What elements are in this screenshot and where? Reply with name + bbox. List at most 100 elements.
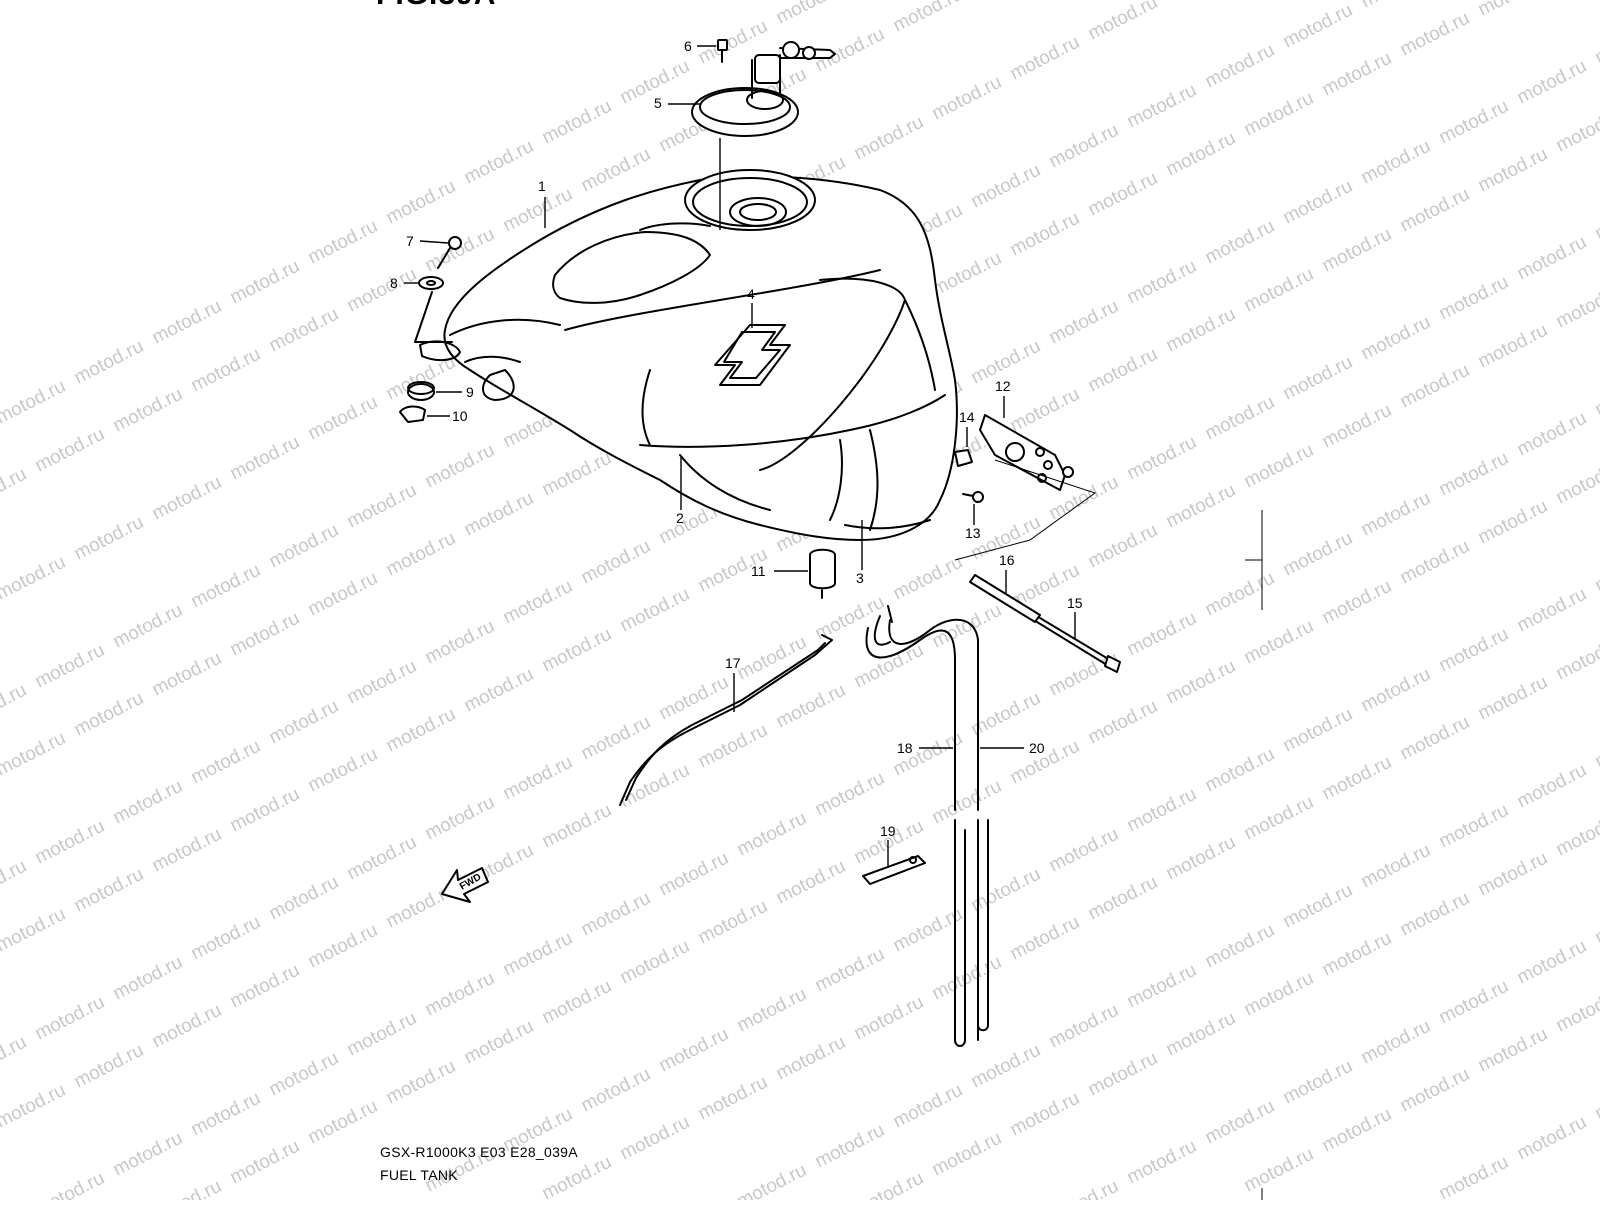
watermark-text: motod.ru [1241,616,1317,669]
watermark-text: motod.ru [344,656,420,709]
watermark-text: motod.ru [71,1040,147,1093]
watermark-text: motod.ru [1280,1056,1356,1109]
watermark-text: motod.ru [1085,168,1161,221]
watermark-text: motod.ru [1046,296,1122,349]
watermark-text: motod.ru [461,664,537,717]
watermark-text: motod.ru [1475,1024,1551,1077]
watermark-text: motod.ru [1553,104,1600,157]
watermark-text: motod.ru [1397,360,1473,413]
watermark-text: motod.ru [1592,1072,1600,1125]
watermark-text: motod.ru [227,1136,303,1189]
watermark-text: motod.ru [734,632,810,685]
watermark-text: motod.ru [0,552,69,605]
watermark-text: motod.ru [1280,176,1356,229]
watermark-text: motod.ru [1397,712,1473,765]
watermark-text: motod.ru [227,608,303,661]
watermark-text: motod.ru [266,304,342,357]
watermark-text: motod.ru [1241,1144,1317,1197]
watermark-text: motod.ru [1163,0,1239,4]
watermark-text: motod.ru [1475,320,1551,373]
watermark-text: motod.ru [266,1048,342,1101]
watermark-text: motod.ru [305,744,381,797]
watermark-text: motod.ru [110,1128,186,1181]
watermark-text: motod.ru [929,248,1005,301]
watermark-text: motod.ru [188,560,264,613]
callout-17: 17 [725,655,741,671]
watermark-text: motod.ru [188,736,264,789]
watermark-text: motod.ru [929,776,1005,829]
watermark-text: motod.ru [1007,384,1083,437]
watermark-text: motod.ru [1163,304,1239,357]
callout-9: 9 [466,384,474,400]
watermark-text: motod.ru [1163,1008,1239,1061]
watermark-text: motod.ru [149,824,225,877]
fuel-cap-assembly [691,39,836,137]
watermark-text: motod.ru [656,848,732,901]
watermark-text: motod.ru [1475,0,1551,20]
watermark-text: motod.ru [1397,536,1473,589]
watermark-text: motod.ru [734,1160,810,1200]
watermark-text: motod.ru [1553,280,1600,333]
watermark-text: motod.ru [1280,528,1356,581]
watermark-text: motod.ru [71,864,147,917]
watermark-text: motod.ru [968,160,1044,213]
watermark-text: motod.ru [32,1168,108,1200]
model-code: GSX-R1000K3 E03 E28_039A [380,1144,578,1160]
tank-bracket [954,414,1097,561]
watermark-text: motod.ru [1124,432,1200,485]
callout-3: 3 [856,570,864,586]
watermark-text: motod.ru [1085,1048,1161,1101]
watermark-text: motod.ru [227,784,303,837]
watermark-text: motod.ru [1007,912,1083,965]
figure-title: FIG.39A [376,0,496,12]
watermark-text: motod.ru [71,688,147,741]
pivot-bolt [969,574,1121,673]
watermark-text: motod.ru [1319,224,1395,277]
watermark-text: motod.ru [1007,736,1083,789]
watermark-text: motod.ru [695,720,771,773]
watermark-text: motod.ru [1514,408,1590,461]
watermark-text: motod.ru [1163,128,1239,181]
callout-18: 18 [897,740,913,756]
watermark-text: motod.ru [461,1016,537,1069]
watermark-text: motod.ru [1319,752,1395,805]
watermark-text: motod.ru [656,1024,732,1077]
callout-19: 19 [880,823,896,839]
watermark-text: motod.ru [1358,136,1434,189]
watermark-text: motod.ru [110,776,186,829]
watermark-text: motod.ru [1397,184,1473,237]
watermark-text: motod.ru [0,1080,69,1133]
watermark-text: motod.ru [773,0,849,28]
watermark-text: motod.ru [266,520,342,573]
watermark-text: motod.ru [695,896,771,949]
watermark-text: motod.ru [1124,256,1200,309]
watermark-text: motod.ru [1397,888,1473,941]
watermark-text: motod.ru [1592,896,1600,949]
watermark-text: motod.ru [0,1032,30,1085]
watermark-text: motod.ru [578,712,654,765]
watermark-text: motod.ru [461,488,537,541]
watermark-text: motod.ru [929,1128,1005,1181]
watermark-text: motod.ru [773,680,849,733]
watermark-text: motod.ru [1202,568,1278,621]
watermark-text: motod.ru [0,376,69,429]
watermark-text: motod.ru [1163,832,1239,885]
watermark-text: motod.ru [1592,368,1600,421]
watermark-text: motod.ru [773,856,849,909]
watermark-text: motod.ru [890,0,966,36]
watermark-text: motod.ru [1319,48,1395,101]
watermark-text: motod.ru [149,648,225,701]
mounting-hardware-front [399,236,462,423]
watermark-text: motod.ru [1592,720,1600,773]
watermark-text: motod.ru [1592,192,1600,245]
watermark-text: motod.ru [1202,216,1278,269]
watermark-text: motod.ru [851,112,927,165]
watermark-text: motod.ru [383,528,459,581]
watermark-text: motod.ru [500,576,576,629]
callout-13: 13 [965,525,981,541]
watermark-text: motod.ru [71,336,147,389]
watermark-text: motod.ru [539,448,615,501]
watermark-text: motod.ru [656,672,732,725]
watermark-text: motod.ru [734,984,810,1037]
callout-4: 4 [747,286,755,302]
